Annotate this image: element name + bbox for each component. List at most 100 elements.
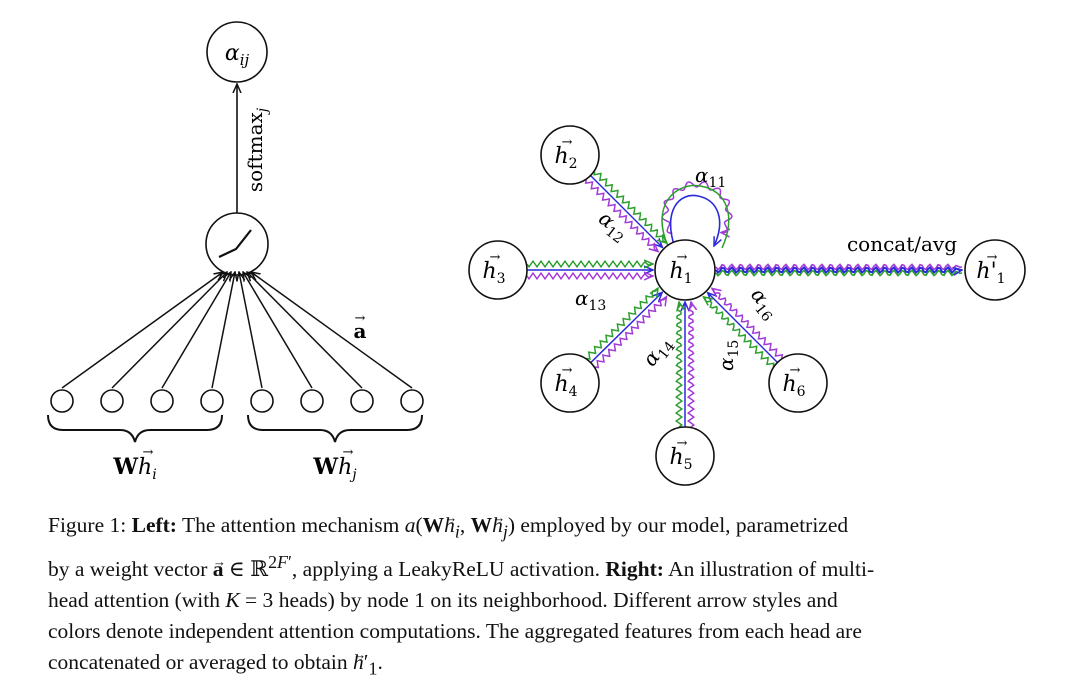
input-feature-node [50, 389, 74, 413]
attention-edges [526, 171, 784, 428]
input-arrow [61, 272, 223, 389]
node-circle [654, 239, 716, 301]
attention-edge-h2-head-2 [593, 171, 666, 243]
vector-arrow-icon: → [677, 250, 688, 265]
node-h4: h4→ [540, 353, 600, 413]
input-arrow [239, 272, 263, 389]
figure-caption: Figure 1: Left: The attention mechanism … [48, 502, 1038, 685]
vector-arrow-icon: → [987, 250, 998, 265]
alpha-ij-node [206, 21, 268, 83]
attention-edge-h4-head-2 [586, 288, 659, 360]
vector-arrow-icon: → [677, 436, 688, 451]
vector-arrow-icon: → [790, 363, 801, 378]
left-brace [47, 414, 223, 443]
attention-edge-h6-head-3 [712, 288, 784, 359]
input-arrow [243, 272, 313, 389]
concat-avg-stroke [715, 263, 963, 271]
vector-arrow-icon: → [490, 250, 501, 265]
leakyrelu-node [205, 212, 269, 276]
node-h3: h3→ [468, 240, 528, 300]
leakyrelu-icon [218, 229, 252, 258]
node-circle [964, 239, 1026, 301]
input-feature-node [300, 389, 324, 413]
graph-nodes: h1→h2→h3→h4→h5→h6→h'1→ [468, 125, 1026, 486]
node-circle [655, 426, 715, 486]
caption-text-9: concatenated or averaged to obtain [48, 650, 348, 675]
input-feature-node [150, 389, 174, 413]
input-nodes [50, 272, 424, 413]
edge-label-alpha-11: α11 [695, 163, 726, 191]
input-arrow [247, 272, 363, 389]
self-loop-blue [669, 194, 720, 249]
input-feature-node [100, 389, 124, 413]
edge-label-alpha-14: α14 [638, 331, 679, 373]
caption-line-4: colors denote independent attention comp… [48, 619, 862, 644]
input-feature-node [200, 389, 224, 413]
caption-text-3: by a weight vector [48, 557, 208, 582]
vector-arrow-icon: → [562, 363, 573, 378]
self-loop-green [661, 184, 730, 249]
group-left-label: Whi [112, 454, 156, 483]
left-attention-mechanism: αij softmaxj a → Whi → Whj → [47, 21, 424, 483]
input-feature-node [400, 389, 424, 413]
attention-edge-h6-head-2 [703, 297, 775, 367]
weight-vector-label: a [354, 319, 367, 343]
input-arrow [251, 272, 413, 389]
attention-edge-h2-head-3 [584, 179, 658, 252]
caption-text-4: , applying a LeakyReLU activation. [291, 557, 600, 582]
node-hprime1: h'1→ [964, 239, 1026, 301]
figure-label: Figure 1: [48, 513, 127, 537]
edge-label-alpha-13: α13 [575, 286, 606, 314]
attention-edge-h4-head-1 [590, 292, 662, 364]
attention-edge-h4-head-3 [594, 297, 667, 369]
attention-edge-h5-head-2 [674, 302, 682, 428]
concat-avg-label: concat/avg [847, 232, 957, 256]
node-label: h3 [482, 259, 505, 287]
vector-arrow-icon: → [562, 135, 573, 150]
caption-text-1: The attention mechanism [181, 513, 400, 537]
node-label: h1 [669, 259, 692, 287]
node-circle [468, 240, 528, 300]
node-label: h2 [554, 144, 577, 172]
caption-text-6: head attention (with [48, 588, 220, 613]
node-label: h6 [782, 372, 805, 400]
figure-diagram: αij softmaxj a → Whi → Whj → concat/avg … [47, 21, 1026, 486]
attention-edge-h3-head-3 [526, 273, 653, 279]
concat-avg-arrow [715, 263, 963, 277]
caption-text-7: heads) by node 1 on its neighborhood. Di… [278, 588, 838, 613]
caption-line-2: by a weight vector a ∈ ℝ2F′, applying a … [48, 546, 1038, 585]
attention-edge-h5-head-3 [686, 302, 694, 428]
edge-label-alpha-16: α16 [743, 283, 784, 325]
right-brace [247, 414, 423, 443]
concat-avg-stroke [715, 265, 962, 272]
input-feature-node [250, 389, 274, 413]
caption-line-5: concatenated or averaged to obtain h′1. [48, 639, 1038, 684]
weight-vector-arrow-icon: → [355, 311, 366, 326]
caption-text-2: employed by our model, parametrized [520, 513, 849, 537]
node-label: h4 [554, 372, 577, 400]
caption-text-5: An illustration of multi- [668, 557, 875, 582]
attention-edge-h3-head-2 [526, 261, 653, 267]
node-circle [768, 353, 828, 413]
attention-edge-h6-head-1 [708, 293, 779, 364]
node-label: h5 [669, 445, 692, 473]
left-label: Left: [131, 513, 177, 537]
input-arrow [161, 272, 231, 389]
node-circle [540, 353, 600, 413]
node-label: h'1 [976, 259, 1005, 287]
concat-avg-stroke [715, 269, 963, 277]
node-h5: h5→ [655, 426, 715, 486]
node-h2: h2→ [540, 125, 600, 185]
attention-edge-h2-head-1 [589, 174, 663, 248]
group-left-arrow-icon: → [143, 445, 154, 460]
caption-line-3: head attention (with K = 3 heads) by nod… [48, 588, 838, 613]
node-h1: h1→ [654, 239, 716, 301]
right-label: Right: [605, 557, 664, 582]
group-right-arrow-icon: → [343, 445, 354, 460]
right-multihead-attention: concat/avg h1→h2→h3→h4→h5→h6→h'1→ α11 α1… [468, 125, 1026, 486]
node-h6: h6→ [768, 353, 828, 413]
group-right-label: Whj [312, 454, 357, 483]
softmax-label: softmaxj [243, 107, 271, 192]
input-arrow [211, 272, 235, 389]
caption-line-1: Figure 1: Left: The attention mechanism … [48, 502, 1038, 547]
